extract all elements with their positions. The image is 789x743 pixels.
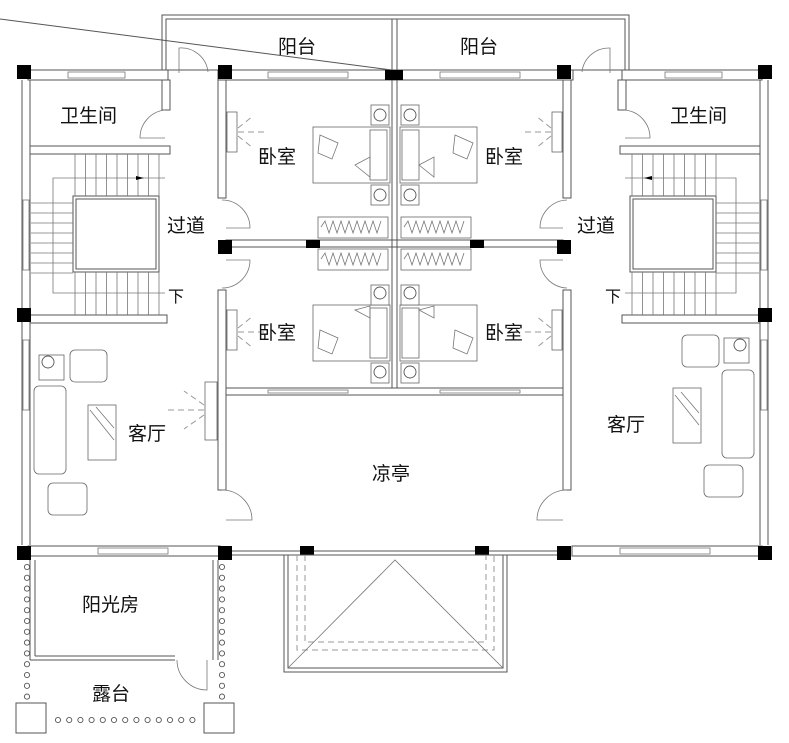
label-terrace: 露台	[92, 683, 130, 705]
railing-post	[155, 716, 162, 724]
railing-post	[23, 574, 31, 581]
railing-post	[23, 596, 31, 603]
tv-units	[166, 111, 563, 441]
railing-post	[218, 617, 226, 625]
railing-post	[218, 607, 226, 614]
label-balcony-right: 阳台	[460, 36, 498, 58]
label-bathroom-right: 卫生间	[670, 105, 727, 127]
bed-br	[399, 284, 478, 384]
railing-post	[122, 716, 129, 724]
railing-post	[23, 693, 31, 700]
label-corridor-right: 过道	[577, 215, 615, 237]
label-balcony-left: 阳台	[278, 36, 316, 58]
railing-post	[218, 585, 226, 592]
railing-post	[23, 671, 31, 679]
railing-post	[23, 585, 31, 592]
railing-post	[23, 563, 31, 571]
label-bathroom-left: 卫生间	[60, 105, 117, 127]
railing-post	[23, 682, 31, 689]
label-bedroom-br: 卧室	[485, 322, 523, 344]
columns	[17, 65, 772, 560]
doors	[139, 47, 651, 691]
railing-post	[218, 661, 226, 668]
bed-bl	[312, 284, 391, 384]
railing-post	[189, 716, 196, 724]
railing-post	[218, 671, 226, 679]
label-corridor-left: 过道	[167, 215, 205, 237]
label-stair-right-down: 下	[605, 287, 621, 306]
railing-post	[54, 716, 62, 724]
living-right-furniture	[672, 334, 755, 498]
stair-right	[625, 154, 759, 315]
railing-post	[77, 716, 84, 724]
label-living-right: 客厅	[607, 414, 645, 436]
living-left-furniture	[33, 349, 117, 516]
railing-post	[110, 716, 118, 724]
railing-post	[218, 650, 226, 657]
wardrobes	[317, 216, 472, 271]
railing-post	[218, 693, 226, 700]
label-sunroom: 阳光房	[82, 594, 139, 616]
railing-post	[88, 716, 95, 724]
bed-tr	[399, 104, 478, 206]
railing-post	[133, 716, 140, 724]
railing-post	[23, 639, 31, 646]
railing-post	[23, 650, 31, 657]
railing-post	[166, 716, 174, 724]
label-bedroom-tl: 卧室	[258, 146, 296, 168]
railing-post	[23, 628, 31, 635]
bed-tl	[312, 104, 391, 206]
label-bedroom-tr: 卧室	[485, 146, 523, 168]
label-living-left: 客厅	[128, 423, 166, 445]
railing-post	[23, 607, 31, 614]
railing-post	[218, 628, 226, 635]
railing-post	[99, 716, 106, 724]
pavilion-roof	[283, 554, 508, 673]
label-bedroom-bl: 卧室	[258, 322, 296, 344]
railing-post	[218, 563, 226, 571]
railing-post	[23, 617, 31, 625]
railing-post	[144, 716, 151, 724]
label-stair-left-down: 下	[168, 287, 184, 306]
railing-post	[23, 661, 31, 668]
railing-post	[218, 574, 226, 581]
sunroom	[15, 560, 235, 734]
railing-post	[218, 596, 226, 603]
label-pavilion: 凉亭	[372, 463, 410, 485]
railing-post	[178, 716, 185, 724]
railing-post	[66, 716, 73, 724]
stair-left	[31, 154, 165, 315]
railing-post	[218, 682, 226, 689]
railing-post	[218, 639, 226, 646]
